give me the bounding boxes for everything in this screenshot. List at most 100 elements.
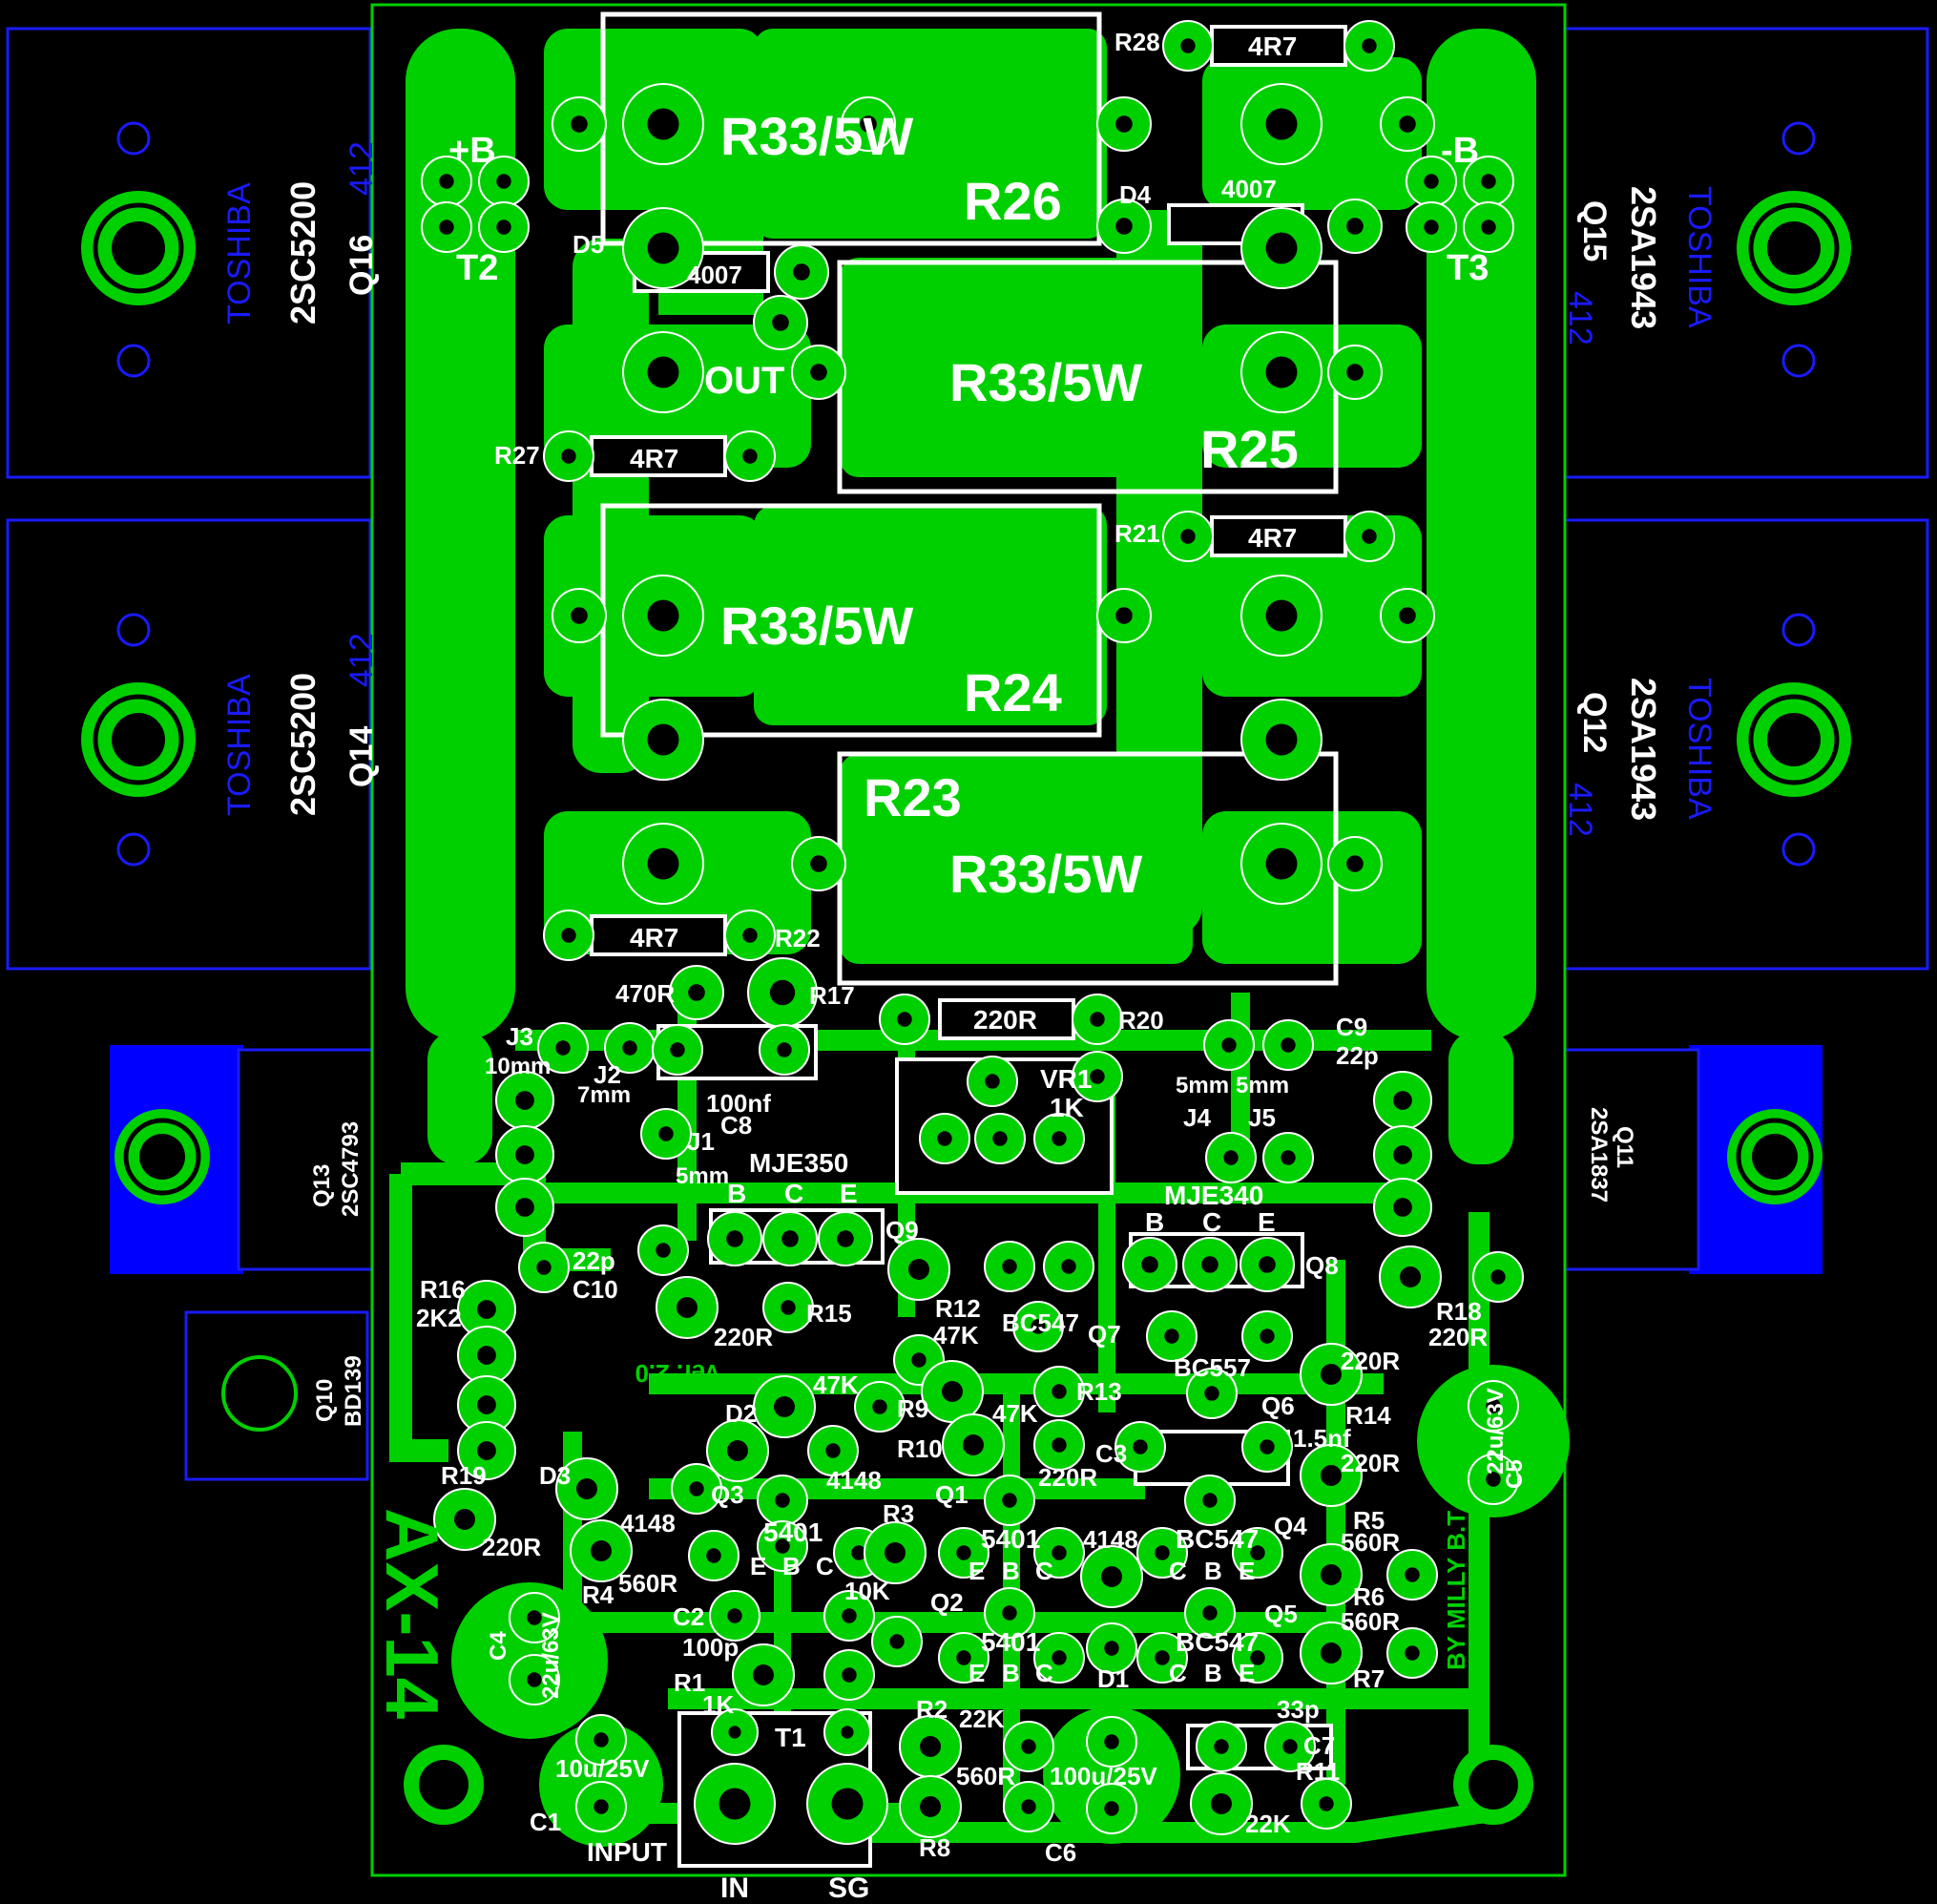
r23-value: R33/5W bbox=[949, 844, 1142, 904]
q9-b: B bbox=[727, 1179, 746, 1208]
pad-hole bbox=[1259, 1256, 1276, 1273]
r15-val: 220R bbox=[714, 1323, 773, 1351]
r19-ref: R19 bbox=[441, 1461, 487, 1490]
pad-hole bbox=[689, 1481, 704, 1496]
pad-hole bbox=[1399, 607, 1416, 624]
pad-hole bbox=[1021, 1799, 1036, 1814]
vr1-ref: VR1 bbox=[1040, 1064, 1092, 1094]
pad-hole bbox=[1052, 1131, 1067, 1146]
pad-hole bbox=[1101, 1566, 1122, 1587]
transistor-holes bbox=[112, 221, 1821, 1810]
pad-hole bbox=[1180, 529, 1196, 544]
c2-val: 100p bbox=[682, 1633, 739, 1662]
j3-ref: J3 bbox=[506, 1022, 533, 1051]
pad-hole bbox=[561, 928, 576, 943]
heatsink-holes bbox=[116, 121, 1816, 867]
pad-hole bbox=[439, 174, 454, 189]
q15-part: 2SA1943 bbox=[1624, 186, 1663, 329]
mje350-label: MJE350 bbox=[749, 1148, 848, 1178]
pad-hole bbox=[777, 1042, 792, 1057]
pad-hole bbox=[1265, 847, 1298, 880]
q2-val: 5401 bbox=[981, 1627, 1040, 1657]
pad-hole bbox=[1180, 38, 1196, 53]
q6-ref: Q6 bbox=[1261, 1391, 1295, 1420]
pad-hole bbox=[1061, 1259, 1076, 1274]
c6-ref: C6 bbox=[1045, 1838, 1076, 1867]
c6-val: 100u/25V bbox=[1050, 1762, 1157, 1790]
q1-e: E bbox=[968, 1557, 985, 1585]
pad-hole bbox=[727, 1608, 742, 1623]
q4-c: C bbox=[1169, 1557, 1187, 1585]
pad-hole bbox=[837, 1230, 854, 1247]
q4-val: BC547 bbox=[1176, 1524, 1259, 1554]
r18-val: 220R bbox=[1428, 1323, 1488, 1351]
pad-hole bbox=[594, 1799, 609, 1814]
q13-ref: Q13 bbox=[309, 1164, 335, 1207]
r10-val: 220R bbox=[1038, 1463, 1097, 1492]
r18-ref: R18 bbox=[1436, 1297, 1482, 1326]
board-version: Ver. 2.0 bbox=[635, 1359, 720, 1388]
neg-rail: -B bbox=[1441, 131, 1479, 171]
d5-val: 4007 bbox=[687, 261, 742, 289]
q14-part: 2SC5200 bbox=[283, 673, 323, 816]
q5-e: E bbox=[1239, 1659, 1255, 1687]
c8-val: 100nf bbox=[706, 1089, 771, 1118]
pad-hole bbox=[1265, 599, 1298, 632]
r14-ref: R14 bbox=[1345, 1401, 1391, 1430]
pad-hole bbox=[772, 314, 789, 331]
pad-hole bbox=[1104, 1801, 1119, 1816]
pad-hole bbox=[1052, 1437, 1067, 1453]
pad-hole bbox=[775, 1538, 790, 1554]
pad-hole bbox=[688, 984, 705, 1001]
out-label: OUT bbox=[704, 360, 784, 402]
pad-hole bbox=[719, 1788, 751, 1820]
r8-val: 560R bbox=[956, 1762, 1015, 1790]
pad-hole bbox=[1486, 1472, 1501, 1487]
pad-hole bbox=[1021, 1739, 1036, 1754]
pad-hole bbox=[647, 599, 679, 632]
q13-part: 2SC4793 bbox=[338, 1121, 364, 1217]
r1-ref: R1 bbox=[674, 1668, 705, 1697]
r11-val: 22K bbox=[1245, 1810, 1291, 1838]
r13-ref: R13 bbox=[1076, 1377, 1122, 1406]
pad-hole bbox=[1481, 174, 1496, 189]
q9-ref: Q9 bbox=[885, 1216, 919, 1245]
r16-val: 2K2 bbox=[416, 1304, 462, 1332]
pad-hole bbox=[885, 1542, 906, 1563]
pad-hole bbox=[477, 1346, 496, 1365]
pad-hole bbox=[536, 1260, 552, 1275]
c4-val: 22u/63V bbox=[538, 1612, 564, 1699]
r22-val: 4R7 bbox=[630, 923, 678, 952]
r28-val: 4R7 bbox=[1248, 31, 1297, 61]
pad-hole bbox=[1481, 220, 1496, 235]
pad-hole bbox=[842, 1667, 857, 1683]
pad-hole bbox=[1052, 1384, 1067, 1399]
q5-b: B bbox=[1204, 1659, 1222, 1687]
pad-hole bbox=[1490, 1269, 1506, 1285]
c3-val: 1.5nf bbox=[1293, 1424, 1351, 1453]
j4-val: 5mm bbox=[1176, 1073, 1229, 1098]
pad-hole bbox=[576, 1478, 597, 1499]
j5-ref: J5 bbox=[1248, 1103, 1276, 1132]
r5-ref: R5 bbox=[1353, 1506, 1385, 1535]
pad-hole bbox=[1265, 108, 1298, 140]
pad-hole bbox=[656, 1243, 671, 1258]
q4-e: E bbox=[1239, 1557, 1255, 1585]
q12-code: 412 bbox=[1562, 783, 1598, 837]
q4-b: B bbox=[1204, 1557, 1222, 1585]
pad-hole bbox=[920, 1796, 941, 1817]
c8-ref: C8 bbox=[720, 1111, 752, 1140]
d2-val: 4148 bbox=[826, 1466, 882, 1495]
pad-hole bbox=[774, 1396, 795, 1417]
pad-hole bbox=[555, 1040, 571, 1056]
q16-part: 2SC5200 bbox=[283, 181, 323, 324]
pad-hole bbox=[647, 232, 679, 264]
pad-hole bbox=[1104, 1641, 1119, 1656]
q9-c: C bbox=[784, 1179, 803, 1208]
pad-hole bbox=[1133, 1439, 1148, 1454]
q15-ref: Q15 bbox=[1576, 200, 1613, 262]
pad-hole bbox=[439, 220, 454, 235]
r21-val: 4R7 bbox=[1248, 523, 1297, 553]
pad-hole bbox=[769, 979, 796, 1006]
pad-hole bbox=[1090, 1069, 1105, 1084]
